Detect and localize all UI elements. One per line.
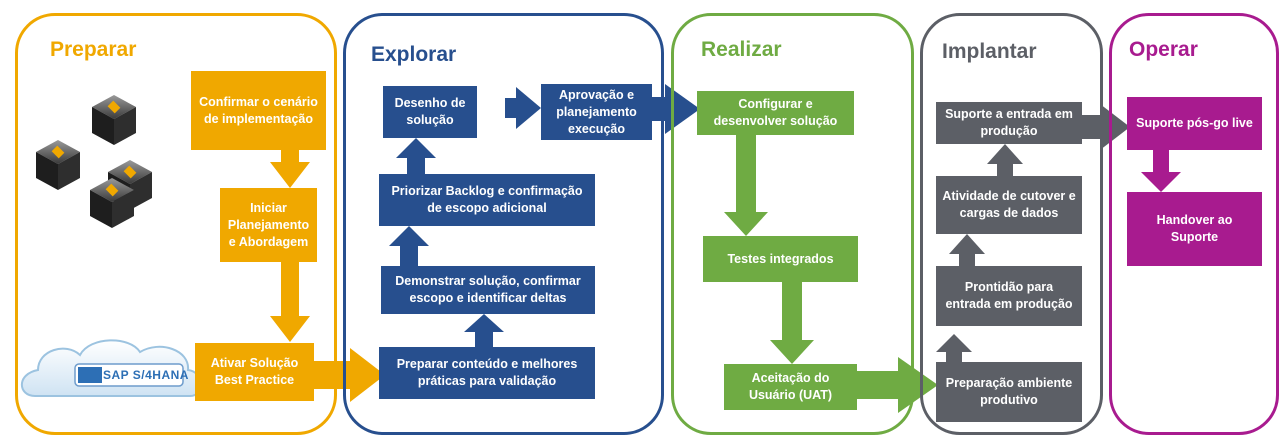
step-suporte-pos-go-live: Suporte pós-go live xyxy=(1127,97,1262,150)
step-demonstrar-solucao: Demonstrar solução, confirmar escopo e i… xyxy=(381,266,595,314)
cloud-icon xyxy=(20,339,202,397)
arrow-up-icon xyxy=(949,234,985,266)
arrow-up-icon xyxy=(396,138,436,174)
arrow-down-icon xyxy=(270,262,310,342)
step-iniciar-planejamento: Iniciar Planejamento e Abordagem xyxy=(220,188,317,262)
step-ativar-solucao: Ativar Solução Best Practice xyxy=(195,343,314,401)
step-prontidao-producao: Prontidão para entrada em produção xyxy=(936,266,1082,326)
phase-title-realizar: Realizar xyxy=(701,38,782,61)
arrow-down-icon xyxy=(724,135,768,236)
step-preparar-conteudo: Preparar conteúdo e melhores práticas pa… xyxy=(379,347,595,399)
arrow-up-icon xyxy=(936,334,972,362)
cubes-icon xyxy=(36,95,152,228)
step-priorizar-backlog: Priorizar Backlog e confirmação de escop… xyxy=(379,174,595,226)
arrow-up-icon xyxy=(987,144,1023,176)
arrow-right-icon xyxy=(310,348,385,402)
arrow-up-icon xyxy=(389,226,429,266)
phase-title-operar: Operar xyxy=(1129,38,1198,61)
phase-title-explorar: Explorar xyxy=(371,43,457,66)
arrow-up-icon xyxy=(464,314,504,347)
step-confirmar-cenario: Confirmar o cenário de implementação xyxy=(191,71,326,150)
step-handover-suporte: Handover ao Suporte xyxy=(1127,192,1262,266)
step-aceitacao-usuario: Aceitação do Usuário (UAT) xyxy=(724,364,857,410)
sap-s4hana-logo: SAP S/4HANA xyxy=(103,368,189,382)
arrow-right-icon xyxy=(1081,104,1130,150)
arrow-right-icon xyxy=(650,84,700,134)
step-configurar-desenvolver: Configurar e desenvolver solução xyxy=(697,91,854,135)
step-atividade-cutover: Atividade de cutover e cargas de dados xyxy=(936,176,1082,234)
step-suporte-entrada-producao: Suporte a entrada em produção xyxy=(936,102,1082,144)
phase-title-implantar: Implantar xyxy=(942,40,1037,63)
arrow-down-icon xyxy=(1141,150,1181,192)
step-desenho-solucao: Desenho de solução xyxy=(383,86,477,138)
step-testes-integrados: Testes integrados xyxy=(703,236,858,282)
phase-title-preparar: Preparar xyxy=(50,38,137,61)
arrow-right-icon xyxy=(505,87,541,129)
arrow-down-icon xyxy=(770,282,814,364)
step-aprovacao-planejamento: Aprovação e planejamento execução xyxy=(541,84,652,140)
step-preparacao-ambiente: Preparação ambiente produtivo xyxy=(936,362,1082,422)
arrow-down-icon xyxy=(270,150,310,188)
